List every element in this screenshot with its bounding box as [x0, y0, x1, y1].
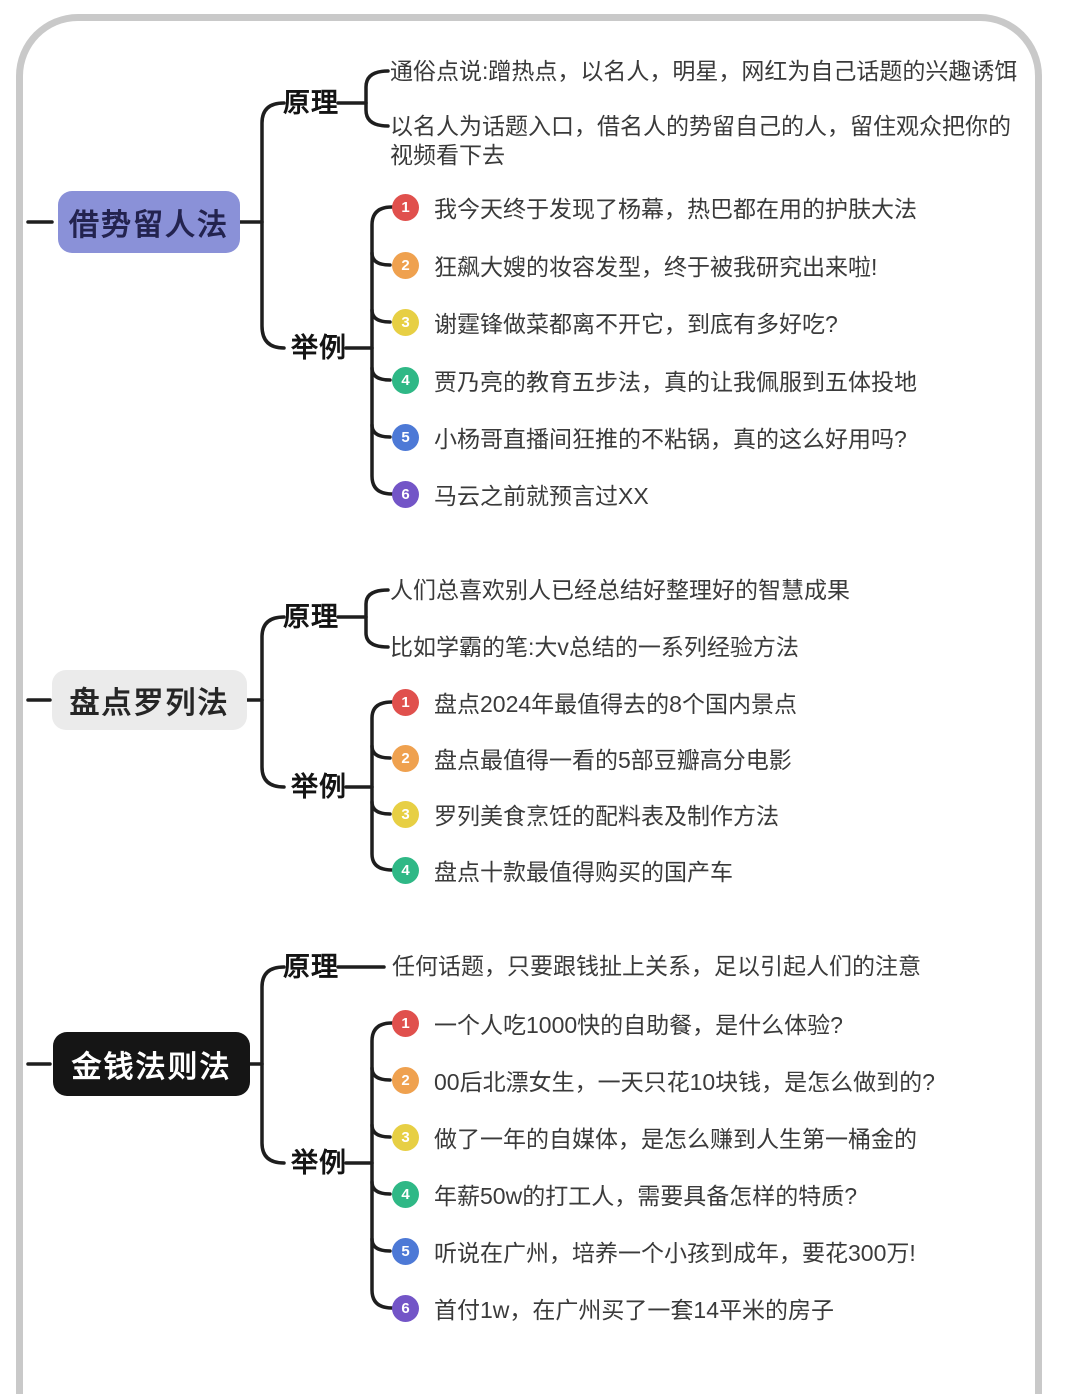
number-badge: 6	[392, 1294, 419, 1322]
topic-node-jieshi: 借势留人法	[58, 191, 240, 253]
example-text: 00后北漂女生，一天只花10块钱，是怎么做到的?	[434, 1069, 935, 1095]
number-badge: 1	[392, 688, 419, 716]
example-item: 3 罗列美食烹饪的配料表及制作方法	[392, 799, 779, 829]
number-badge: 3	[392, 1123, 419, 1151]
number-badge: 3	[392, 800, 419, 828]
example-item: 4 年薪50w的打工人，需要具备怎样的特质?	[392, 1179, 857, 1209]
example-text: 一个人吃1000快的自助餐，是什么体验?	[434, 1012, 843, 1038]
principle-label-b1: 原理	[283, 88, 339, 118]
example-item: 3 做了一年的自媒体，是怎么赚到人生第一桶金的	[392, 1122, 917, 1152]
example-item: 1 盘点2024年最值得去的8个国内景点	[392, 687, 797, 717]
example-item: 1 我今天终于发现了杨幕，热巴都在用的护肤大法	[392, 192, 917, 222]
principle-label-b3: 原理	[283, 952, 339, 982]
example-item: 3 谢霆锋做菜都离不开它，到底有多好吃?	[392, 307, 838, 337]
topic-node-pandian: 盘点罗列法	[52, 670, 247, 730]
example-text: 盘点十款最值得购买的国产车	[434, 859, 733, 885]
number-badge: 3	[392, 308, 419, 336]
example-item: 4 贾乃亮的教育五步法，真的让我佩服到五体投地	[392, 365, 917, 395]
principle-text: 通俗点说:蹭热点，以名人，明星，网红为自己话题的兴趣诱饵	[390, 58, 1018, 84]
outer-frame-border	[16, 14, 1042, 1394]
example-text: 年薪50w的打工人，需要具备怎样的特质?	[434, 1183, 857, 1209]
example-text: 首付1w，在广州买了一套14平米的房子	[434, 1297, 834, 1323]
example-text: 狂飙大嫂的妆容发型，终于被我研究出来啦!	[434, 254, 878, 280]
number-badge: 5	[392, 423, 419, 451]
principle-text: 人们总喜欢别人已经总结好整理好的智慧成果	[390, 577, 850, 603]
principle-text: 任何话题，只要跟钱扯上关系，足以引起人们的注意	[392, 953, 921, 979]
number-badge: 2	[392, 744, 419, 772]
example-item: 2 盘点最值得一看的5部豆瓣高分电影	[392, 743, 792, 773]
principle-text: 以名人为话题入口，借名人的势留自己的人，留住观众把你的视频看下去	[390, 113, 1011, 168]
principle-label-b2: 原理	[283, 602, 339, 632]
example-text: 谢霆锋做菜都离不开它，到底有多好吃?	[434, 311, 838, 337]
example-text: 贾乃亮的教育五步法，真的让我佩服到五体投地	[434, 369, 917, 395]
example-text: 小杨哥直播间狂推的不粘锅，真的这么好用吗?	[434, 426, 907, 452]
example-item: 2 狂飙大嫂的妆容发型，终于被我研究出来啦!	[392, 250, 877, 280]
example-label-b2: 举例	[291, 772, 347, 802]
example-text: 盘点2024年最值得去的8个国内景点	[434, 691, 797, 717]
example-item: 6 首付1w，在广州买了一套14平米的房子	[392, 1293, 834, 1323]
example-item: 2 00后北漂女生，一天只花10块钱，是怎么做到的?	[392, 1065, 935, 1095]
example-item: 5 听说在广州，培养一个小孩到成年，要花300万!	[392, 1236, 916, 1266]
number-badge: 2	[392, 1066, 419, 1094]
example-item: 4 盘点十款最值得购买的国产车	[392, 855, 733, 885]
example-text: 我今天终于发现了杨幕，热巴都在用的护肤大法	[434, 196, 917, 222]
example-item: 6 马云之前就预言过XX	[392, 479, 649, 509]
number-badge: 4	[392, 1180, 419, 1208]
example-text: 罗列美食烹饪的配料表及制作方法	[434, 803, 779, 829]
number-badge: 5	[392, 1237, 419, 1265]
example-text: 听说在广州，培养一个小孩到成年，要花300万!	[434, 1240, 916, 1266]
number-badge: 4	[392, 856, 419, 884]
number-badge: 2	[392, 251, 419, 279]
example-label-b3: 举例	[291, 1148, 347, 1178]
example-text: 马云之前就预言过XX	[434, 483, 649, 509]
number-badge: 1	[392, 1009, 419, 1037]
example-text: 盘点最值得一看的5部豆瓣高分电影	[434, 747, 792, 773]
principle-text: 比如学霸的笔:大v总结的一系列经验方法	[390, 634, 799, 660]
number-badge: 1	[392, 193, 419, 221]
example-label-b1: 举例	[291, 333, 347, 363]
example-item: 1 一个人吃1000快的自助餐，是什么体验?	[392, 1008, 843, 1038]
example-text: 做了一年的自媒体，是怎么赚到人生第一桶金的	[434, 1126, 917, 1152]
example-item: 5 小杨哥直播间狂推的不粘锅，真的这么好用吗?	[392, 422, 907, 452]
topic-node-jinqian: 金钱法则法	[53, 1032, 250, 1096]
number-badge: 4	[392, 366, 419, 394]
number-badge: 6	[392, 480, 419, 508]
